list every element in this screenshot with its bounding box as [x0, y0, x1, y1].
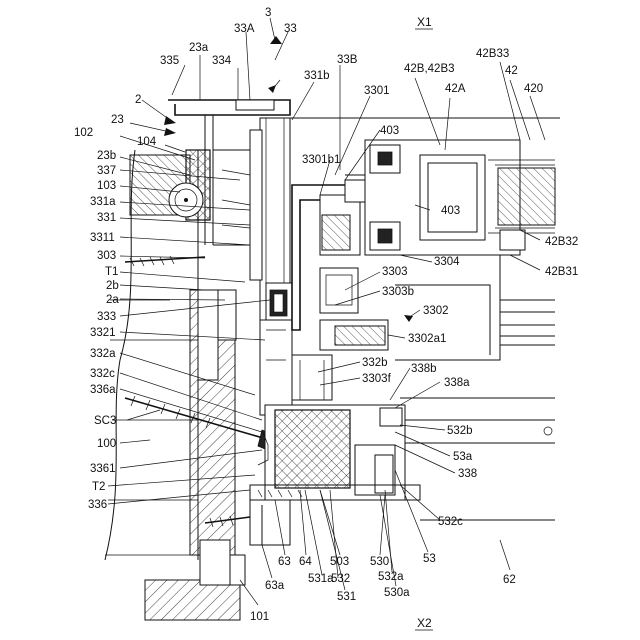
label-33B: 33B	[337, 54, 358, 66]
label-331b: 331b	[304, 70, 330, 82]
label-334: 334	[212, 55, 232, 67]
label-33A: 33A	[234, 23, 255, 35]
label-403a: 403	[380, 125, 399, 137]
label-3302a1: 3302a1	[408, 333, 446, 345]
label-333: 333	[97, 311, 116, 323]
label-338a: 338a	[444, 377, 470, 389]
label-3301: 3301	[364, 85, 390, 97]
label-331a: 331a	[90, 196, 116, 208]
label-42B33: 42B33	[476, 48, 509, 60]
label-3311: 3311	[90, 232, 115, 244]
label-42B32: 42B32	[545, 236, 578, 248]
label-332a: 332a	[90, 348, 116, 360]
axis-labels: X1 X2	[415, 15, 433, 630]
label-532b: 532b	[447, 425, 473, 437]
label-532c: 532c	[438, 516, 463, 528]
label-53a: 53a	[453, 451, 473, 463]
label-42B42B3: 42B,42B3	[404, 63, 455, 75]
label-303: 303	[97, 250, 116, 262]
label-338b: 338b	[411, 363, 437, 375]
label-3: 3	[265, 7, 271, 19]
label-3302: 3302	[423, 305, 449, 317]
axis-label-top: X1	[417, 15, 432, 29]
label-104: 104	[137, 136, 157, 148]
glass-unit-42	[365, 140, 555, 255]
label-23a: 23a	[189, 42, 209, 54]
label-532: 532	[331, 573, 350, 585]
label-SC3: SC3	[94, 415, 116, 427]
label-332b: 332b	[362, 357, 388, 369]
label-23: 23	[111, 114, 124, 126]
label-64: 64	[299, 556, 312, 568]
label-3303f: 3303f	[362, 373, 392, 385]
label-101: 101	[250, 611, 269, 623]
label-3303b: 3303b	[382, 286, 414, 298]
label-332c: 332c	[90, 368, 115, 380]
label-42: 42	[505, 65, 518, 77]
label-338: 338	[458, 468, 477, 480]
label-53: 53	[423, 553, 436, 565]
label-3301b1: 3301b1	[302, 154, 340, 166]
label-331: 331	[97, 212, 116, 224]
lower-block-503	[258, 405, 405, 500]
label-103: 103	[97, 180, 116, 192]
label-503: 503	[330, 556, 349, 568]
label-532a: 532a	[378, 571, 404, 583]
label-42A: 42A	[445, 83, 466, 95]
label-3321: 3321	[90, 327, 116, 339]
label-403b: 403	[441, 205, 460, 217]
label-2b: 2b	[106, 280, 119, 292]
label-530a: 530a	[384, 587, 410, 599]
label-3361: 3361	[90, 463, 116, 475]
label-63a: 63a	[265, 580, 285, 592]
label-337: 337	[97, 165, 116, 177]
label-336a: 336a	[90, 384, 116, 396]
label-23b: 23b	[97, 150, 116, 162]
label-62: 62	[503, 574, 516, 586]
seal-333	[266, 283, 292, 321]
label-530: 530	[370, 556, 389, 568]
sash-3303	[320, 268, 388, 350]
label-102: 102	[74, 127, 93, 139]
label-T2: T2	[92, 481, 105, 493]
label-2: 2	[135, 94, 141, 106]
label-2a: 2a	[106, 294, 119, 306]
label-100: 100	[97, 438, 116, 450]
label-42B31: 42B31	[545, 266, 578, 278]
label-T1: T1	[105, 266, 118, 278]
label-335: 335	[160, 55, 179, 67]
axis-label-bottom: X2	[417, 616, 432, 630]
label-336: 336	[88, 499, 107, 511]
label-531: 531	[337, 591, 356, 603]
label-420: 420	[524, 83, 543, 95]
part-labels: 3 33A 33 23a 335 334 331b 33B 3301 42B,4…	[74, 7, 578, 623]
label-3303: 3303	[382, 266, 408, 278]
label-3304: 3304	[434, 256, 460, 268]
label-63: 63	[278, 556, 291, 568]
label-33: 33	[284, 23, 297, 35]
